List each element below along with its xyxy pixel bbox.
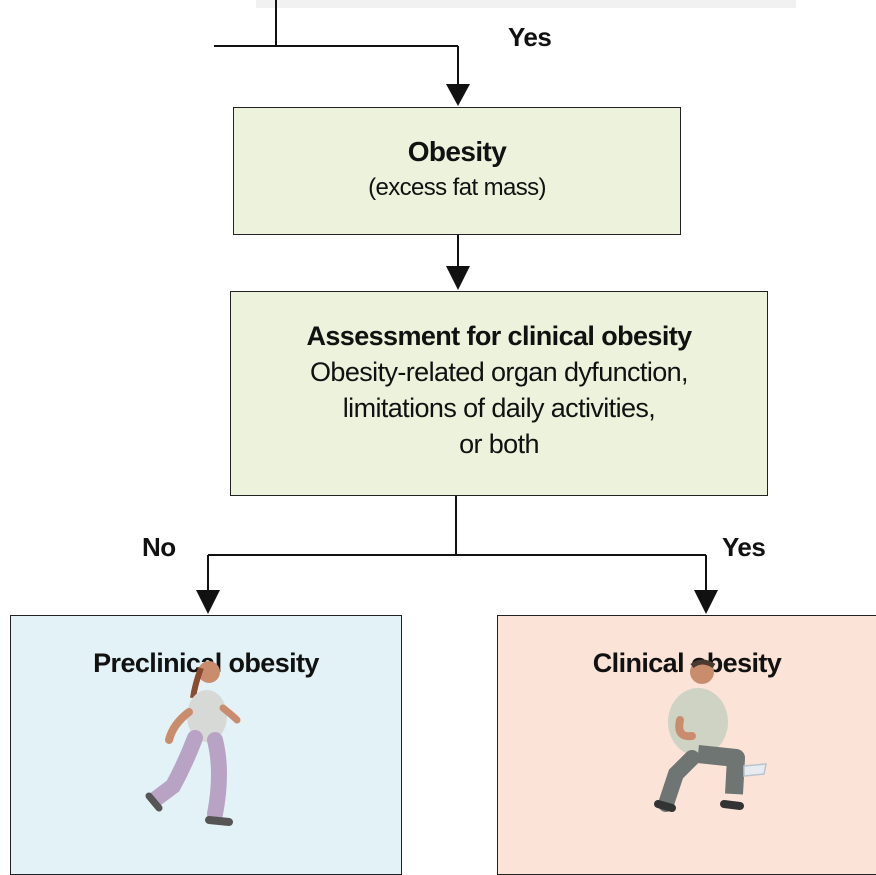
running-person-icon: [145, 661, 241, 826]
arrowhead-clinical: [694, 590, 718, 614]
arrowhead-preclinical: [196, 590, 220, 614]
obesity-box: Obesity (excess fat mass): [233, 107, 681, 235]
assessment-box: Assessment for clinical obesity Obesity-…: [230, 291, 768, 496]
arrowhead-assessment: [446, 266, 470, 290]
clinical-title: Clinical obesity: [592, 648, 782, 678]
assessment-line-1: Obesity-related organ dyfunction,: [310, 357, 689, 387]
no-label: No: [142, 532, 176, 562]
preclinical-box: Preclinical obesity: [10, 615, 402, 875]
assessment-title: Assessment for clinical obesity: [306, 321, 692, 351]
obesity-subtitle: (excess fat mass): [368, 174, 546, 201]
yes-label-right: Yes: [722, 532, 766, 562]
seated-person-icon: [654, 659, 767, 812]
assessment-line-2: limitations of daily activities,: [342, 393, 656, 423]
yes-label-top: Yes: [508, 22, 552, 52]
arrowhead-obesity: [446, 84, 470, 106]
obesity-title: Obesity: [407, 136, 507, 167]
assessment-line-3: or both: [459, 429, 539, 459]
top-strip: [256, 0, 796, 8]
clinical-box: Clinical obesity: [497, 615, 876, 875]
